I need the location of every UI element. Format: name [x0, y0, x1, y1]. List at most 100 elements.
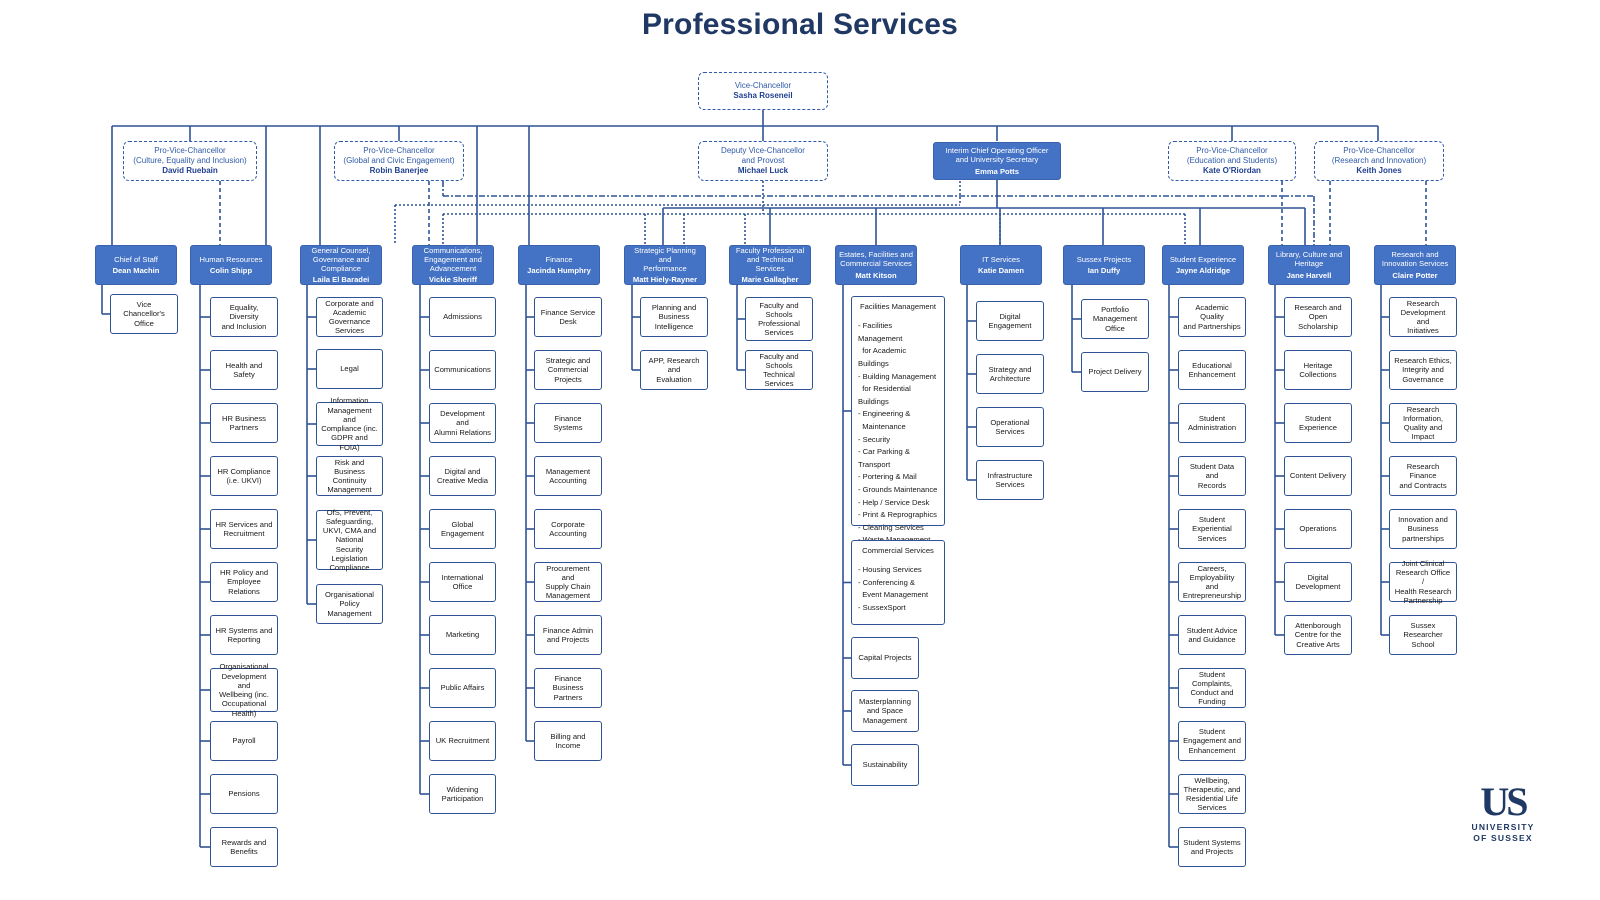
- estates-child-3[interactable]: Sustainability: [851, 744, 919, 786]
- pvc-education-box[interactable]: Pro-Vice-Chancellor(Education and Studen…: [1168, 141, 1296, 181]
- pvc-global-box[interactable]: Pro-Vice-Chancellor(Global and Civic Eng…: [334, 141, 464, 181]
- finance-child-9[interactable]: Billing and Income: [534, 721, 602, 761]
- human-resources-child-2[interactable]: Health and Safety: [210, 350, 278, 390]
- pvc-culture-box[interactable]: Pro-Vice-Chancellor(Culture, Equality an…: [123, 141, 257, 181]
- human-resources-child-9[interactable]: Payroll: [210, 721, 278, 761]
- estates-child-1[interactable]: Capital Projects: [851, 637, 919, 679]
- strategic-planning-name: Matt Hiely-Rayner: [632, 275, 698, 285]
- pvc-research-box[interactable]: Pro-Vice-Chancellor(Research and Innovat…: [1314, 141, 1444, 181]
- sussex-projects-child-2[interactable]: Project Delivery: [1081, 352, 1149, 392]
- student-experience-name: Jayne Aldridge: [1175, 266, 1231, 275]
- communications-child-9[interactable]: UK Recruitment: [429, 721, 496, 761]
- library-child-5[interactable]: Operations: [1284, 509, 1352, 549]
- facilities-management-box[interactable]: Facilities Management- Facilities Manage…: [851, 296, 945, 582]
- communications-child-8[interactable]: Public Affairs: [429, 668, 496, 708]
- general-counsel-child-2[interactable]: Legal: [316, 349, 383, 389]
- human-resources-child-10[interactable]: Pensions: [210, 774, 278, 814]
- commercial-services-box[interactable]: Commercial Services- Housing Services- C…: [851, 540, 945, 625]
- communications-child-1[interactable]: Admissions: [429, 297, 496, 337]
- communications-child-7[interactable]: Marketing: [429, 615, 496, 655]
- human-resources-child-4[interactable]: HR Compliance(i.e. UKVI): [210, 456, 278, 496]
- library-child-4[interactable]: Content Delivery: [1284, 456, 1352, 496]
- finance-child-3[interactable]: Finance Systems: [534, 403, 602, 443]
- communications-child-2[interactable]: Communications: [429, 350, 496, 390]
